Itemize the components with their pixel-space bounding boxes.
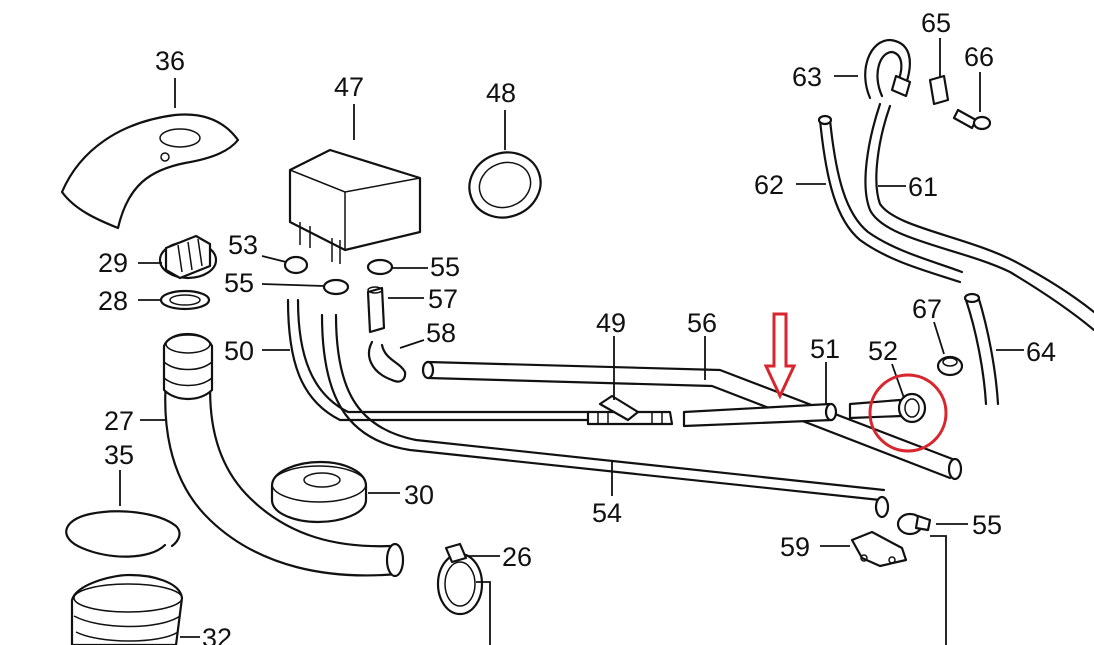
callout-55-upper-left: 55: [224, 268, 254, 298]
callout-59: 59: [780, 532, 810, 562]
part-56-hose: [421, 360, 963, 481]
small-fittings: [283, 255, 407, 383]
part-48-ring: [468, 151, 542, 219]
callout-66: 66: [964, 42, 994, 72]
part-51-pipe: [682, 402, 838, 428]
part-32-boot: [70, 573, 184, 645]
callout-48: 48: [486, 78, 516, 108]
callout-55-lower: 55: [972, 510, 1002, 540]
callout-53: 53: [228, 230, 258, 260]
callout-63: 63: [792, 62, 822, 92]
callout-52: 52: [868, 336, 898, 366]
part-35-ring: [65, 510, 181, 558]
part-26-clamp: [436, 542, 484, 616]
callout-26: 26: [502, 542, 532, 572]
callout-35: 35: [104, 440, 134, 470]
callout-32: 32: [202, 623, 232, 645]
callout-61: 61: [908, 172, 938, 202]
callout-55-upper-right: 55: [430, 252, 460, 282]
callout-51: 51: [810, 334, 840, 364]
red-circle-highlight: [868, 373, 948, 453]
callout-67: 67: [912, 294, 942, 324]
part-47-relay: [288, 148, 422, 264]
part-27-hose: [162, 333, 405, 578]
part-64-hose: [963, 292, 1000, 406]
part-49-tee: [586, 394, 674, 426]
callout-49: 49: [596, 308, 626, 338]
part-28-washer: [159, 289, 211, 311]
leader-lines: [119, 38, 1024, 645]
callout-50: 50: [224, 336, 254, 366]
callout-47: 47: [334, 72, 364, 102]
callout-29: 29: [98, 248, 128, 278]
callout-58: 58: [426, 318, 456, 348]
part-61-62-hoses: [817, 102, 1094, 332]
part-50-hoses: [286, 298, 886, 502]
callout-30: 30: [404, 480, 434, 510]
callout-65: 65: [921, 8, 951, 38]
part-36-cover: [60, 113, 240, 230]
callout-64: 64: [1026, 337, 1056, 367]
part-55-clamp: [896, 512, 932, 536]
part-29-fitting: [158, 234, 218, 280]
callout-28: 28: [98, 286, 128, 316]
part-52-cap: [848, 392, 927, 424]
part-67-cap: [936, 355, 964, 377]
red-annotations: [763, 312, 948, 453]
callout-labels: 36 47 48 65 66 63 62 61 53 55 29 55 57 2…: [98, 8, 1056, 645]
callout-36: 36: [155, 46, 185, 76]
part-59-bracket: [850, 530, 908, 568]
callout-54: 54: [592, 498, 622, 528]
part-65-clip: [928, 74, 950, 106]
part-30-pad: [270, 460, 368, 524]
part-54-hose: [874, 495, 890, 519]
red-down-arrow: [763, 312, 797, 400]
callout-62: 62: [754, 170, 784, 200]
callout-27: 27: [104, 406, 134, 436]
part-66-screw: [952, 108, 992, 131]
callout-56: 56: [687, 308, 717, 338]
callout-57: 57: [428, 284, 458, 314]
part-63-hook: [864, 38, 912, 100]
